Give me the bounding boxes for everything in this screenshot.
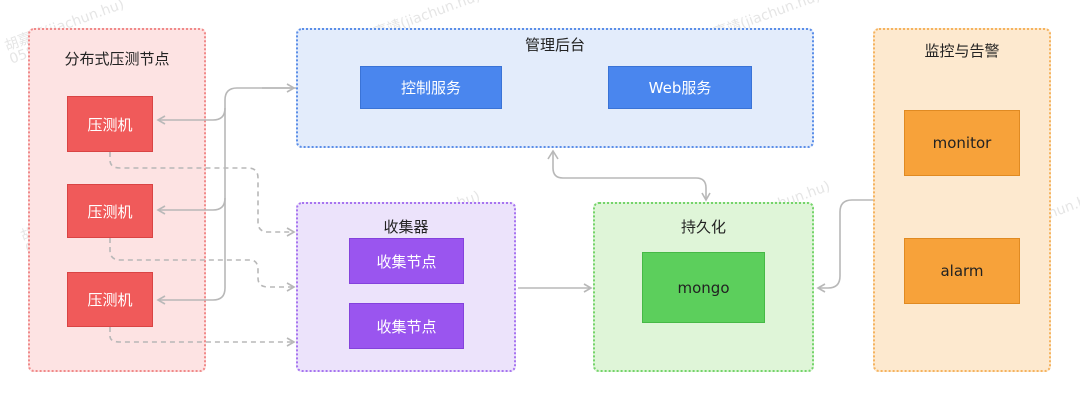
group-title: 收集器 <box>383 218 429 236</box>
control-service-node: 控制服务 <box>360 66 502 109</box>
collect-node: 收集节点 <box>349 303 464 349</box>
monitoring-to-persistence-line <box>816 199 873 293</box>
alarm-node: alarm <box>904 238 1020 304</box>
monitoring-alerting-group: 监控与告警 <box>873 28 1051 372</box>
web-service-node: Web服务 <box>608 66 752 109</box>
monitor-node: monitor <box>904 110 1020 176</box>
admin-persistence-line <box>552 152 711 202</box>
stress-machine-node: 压测机 <box>67 184 153 238</box>
admin-to-stress2-line <box>156 197 226 215</box>
group-title: 持久化 <box>680 218 726 236</box>
collect-node: 收集节点 <box>349 238 464 284</box>
admin-arrowhead <box>547 149 559 160</box>
group-title: 分布式压测节点 <box>64 50 170 68</box>
admin-to-stress1-line <box>156 107 226 125</box>
stress1-to-collector-line <box>109 152 296 237</box>
group-title: 监控与告警 <box>924 42 1000 60</box>
group-title: 管理后台 <box>524 36 585 54</box>
stress2-to-collector-line <box>109 238 296 292</box>
mongo-node: mongo <box>642 252 765 323</box>
stress-machine-node: 压测机 <box>67 272 153 327</box>
stress-machine-node: 压测机 <box>67 96 153 152</box>
admin-to-stress-line <box>156 87 296 305</box>
stress3-to-collector-line <box>109 327 296 347</box>
